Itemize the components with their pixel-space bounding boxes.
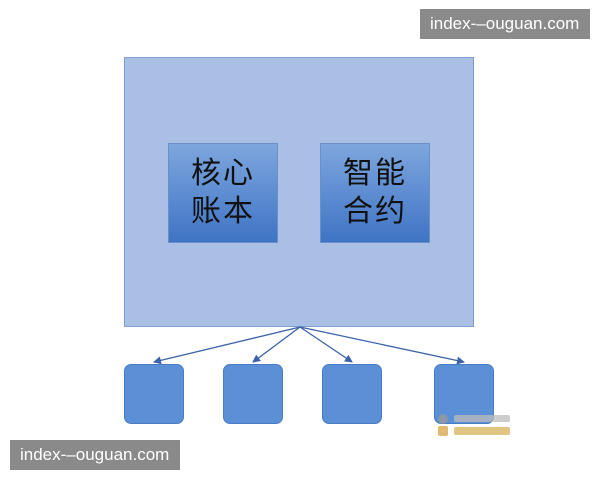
core-ledger-label: 核心账本: [191, 156, 255, 229]
arrow-to-node-1: [153, 326, 301, 365]
publisher-logo-icon: [438, 414, 510, 436]
arrow-to-node-2: [252, 326, 301, 363]
core-ledger-module: 核心账本: [168, 143, 278, 243]
smart-contract-module: 智能合约: [320, 143, 430, 243]
smart-contract-label: 智能合约: [343, 156, 407, 229]
arrow-to-node-4: [299, 326, 465, 365]
watermark-bottom: index-–ouguan.com: [10, 440, 180, 470]
node-4: [434, 364, 494, 424]
watermark-top: index-–ouguan.com: [420, 9, 590, 39]
node-3: [322, 364, 382, 424]
arrow-to-node-3: [299, 326, 353, 363]
node-2: [223, 364, 283, 424]
node-1: [124, 364, 184, 424]
